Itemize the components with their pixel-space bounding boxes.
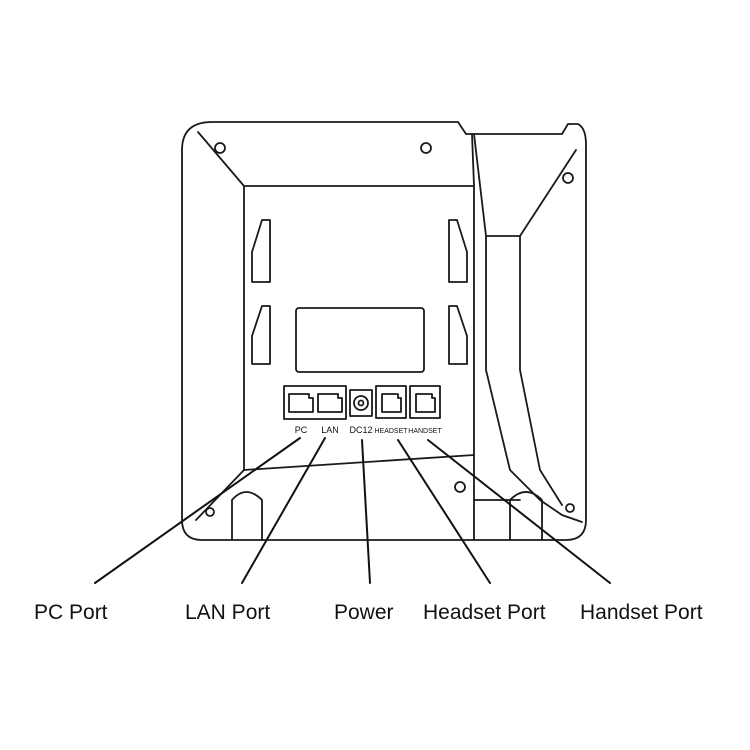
handset-port-callout: Handset Port <box>580 601 703 624</box>
stand-outline <box>473 133 583 523</box>
mount-slot <box>251 219 271 283</box>
screw <box>562 172 574 184</box>
screw <box>214 142 226 154</box>
pc-port-leader <box>94 437 301 584</box>
foot-right <box>509 491 543 541</box>
dc-jack-pin <box>357 399 365 407</box>
stand-inner <box>485 235 563 506</box>
headset-port-jack <box>381 393 402 413</box>
power-callout: Power <box>334 601 394 624</box>
phone-body-outline <box>181 121 587 541</box>
dc-jack-housing <box>349 389 373 417</box>
pc-port-jack <box>288 393 314 413</box>
pc-port-callout: PC Port <box>34 601 108 624</box>
stand-edge-line <box>519 149 577 237</box>
ethernet-port-block <box>283 385 347 420</box>
screw <box>454 481 466 493</box>
lan-port-callout: LAN Port <box>185 601 271 624</box>
handset-port-label: HANDSET <box>408 428 442 435</box>
foot-left <box>231 491 263 541</box>
screw <box>565 503 575 513</box>
headset-port-callout: Headset Port <box>423 601 546 624</box>
dc12-label: DC12 <box>349 425 372 435</box>
lan-port-label: LAN <box>321 425 339 435</box>
panel-bevel-line <box>197 131 245 187</box>
panel-bevel-line <box>471 133 475 187</box>
headset-port-label: HEADSET <box>374 428 408 435</box>
screw <box>205 507 215 517</box>
mount-slot <box>448 305 468 365</box>
handset-port-housing <box>409 385 441 419</box>
label-plate <box>295 307 425 373</box>
pc-port-label: PC <box>295 425 308 435</box>
mount-slot <box>251 305 271 365</box>
screw <box>420 142 432 154</box>
lan-port-leader <box>241 437 326 584</box>
dc-jack <box>353 395 369 411</box>
handset-port-jack <box>415 393 436 413</box>
mount-slot <box>448 219 468 283</box>
handset-port-leader <box>427 439 611 584</box>
lan-port-jack <box>317 393 343 413</box>
power-leader <box>361 439 371 584</box>
headset-port-housing <box>375 385 407 419</box>
headset-port-leader <box>397 439 491 584</box>
